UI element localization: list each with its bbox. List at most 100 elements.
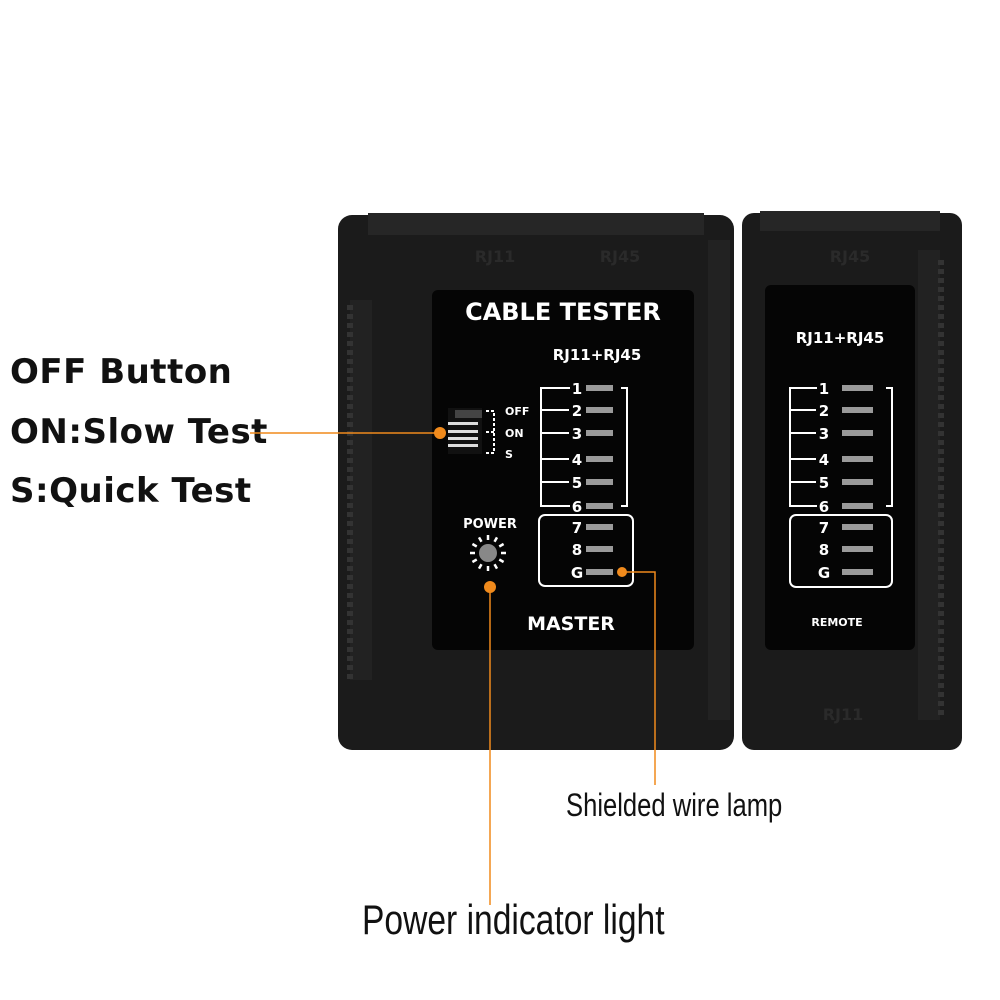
grip-ridge [347,557,353,562]
grip-ridge [938,278,944,283]
grip-ridge [938,359,944,364]
grip-ridge [347,332,353,337]
grip-ridge [347,458,353,463]
master-name: MASTER [527,613,615,635]
grip-ridge [347,440,353,445]
grip-ridge [938,323,944,328]
grip-ridge [938,629,944,634]
grip-ridge [938,656,944,661]
grip-ridge [938,701,944,706]
grip-ridge [938,611,944,616]
led-number: 4 [819,451,829,469]
grip-ridge [938,431,944,436]
grip-ridge [938,440,944,445]
led-number: 4 [572,451,582,469]
grip-ridge [938,503,944,508]
led-lamp [586,385,613,391]
master-panel [432,290,694,650]
grip-ridge [938,593,944,598]
grip-ridge [938,566,944,571]
callout-lines [250,427,656,905]
embossed-rj45: RJ45 [600,247,641,266]
switch-marker-dot [434,427,446,439]
led-lamp [842,456,873,462]
grip-ridge [347,656,353,661]
grip-ridge [347,638,353,643]
embossed-rj45: RJ45 [830,247,871,266]
power-label: POWER [463,517,517,532]
mode-switch[interactable] [448,408,495,454]
callout-slow-test: ON:Slow Test [10,412,268,452]
grip-ridge [347,647,353,652]
grip-ridge [938,530,944,535]
switch-label-s: S [505,448,513,461]
led-number: G [571,564,583,582]
grip-ridge [347,539,353,544]
led-lamp [842,524,873,530]
grip-ridge [347,521,353,526]
grip-ridge [938,305,944,310]
grip-ridge [347,422,353,427]
grip-ridge [347,620,353,625]
grip-ridge [347,413,353,418]
led-lamp [842,569,873,575]
grip-ridge [938,602,944,607]
led-lamp [586,456,613,462]
led-number: 6 [819,498,829,516]
grip-ridge [938,512,944,517]
grip-ridge [347,323,353,328]
led-number: 5 [572,474,582,492]
grip-ridge [347,674,353,679]
led-lamp [586,569,613,575]
grip-ridge [938,260,944,265]
grip-ridge [938,404,944,409]
grip-ridge [347,494,353,499]
grip-ridge [347,359,353,364]
led-lamp [586,479,613,485]
grip-ridge [938,548,944,553]
master-title: CABLE TESTER [465,298,661,326]
led-number: 1 [572,380,582,398]
led-lamp [586,407,613,413]
led-lamp [586,430,613,436]
embossed-rj11: RJ11 [475,247,516,266]
grip-ridge [938,485,944,490]
led-lamp [842,546,873,552]
led-number: 5 [819,474,829,492]
grip-ridge [347,593,353,598]
grip-ridge [938,539,944,544]
grip-ridge [938,692,944,697]
grip-ridge [938,341,944,346]
grip-ridge [938,620,944,625]
grip-ridge [938,557,944,562]
grip-ridge [347,512,353,517]
grip-ridge [347,314,353,319]
grip-ridge [938,386,944,391]
master-subtitle: RJ11+RJ45 [553,346,642,364]
grip-ridge [347,467,353,472]
remote-name: REMOTE [811,616,862,629]
grip-ridge [938,350,944,355]
grip-ridge [938,458,944,463]
grip-ridge [938,314,944,319]
grip-ridge [347,611,353,616]
led-lamp [842,407,873,413]
switch-label-on: ON [505,427,524,440]
led-number: 7 [572,519,582,537]
grip-ridge [938,638,944,643]
led-lamp [842,479,873,485]
grip-ridge [938,665,944,670]
led-number: 8 [572,541,582,559]
led-number: 3 [572,425,582,443]
led-number: 2 [819,402,829,420]
grip-ridge [938,710,944,715]
switch-label-off: OFF [505,405,529,418]
grip-ridge [938,467,944,472]
led-lamp [842,430,873,436]
grip-ridge [938,413,944,418]
embossed-rj11: RJ11 [823,705,864,724]
grip-ridge [347,602,353,607]
